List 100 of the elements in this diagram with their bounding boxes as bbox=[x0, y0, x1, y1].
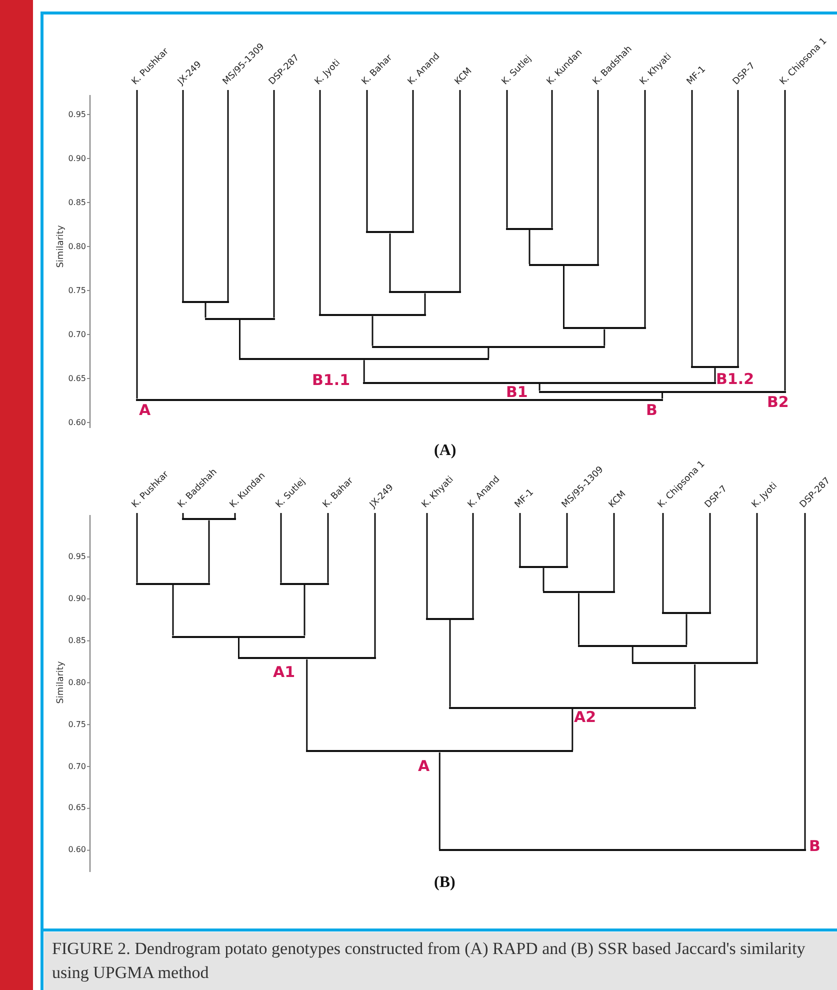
branch-line bbox=[528, 230, 530, 264]
axis-title: Similarity bbox=[56, 224, 67, 268]
branch-line bbox=[538, 384, 540, 391]
dendrogram-junction bbox=[239, 358, 490, 360]
dendrogram-junction bbox=[182, 518, 236, 520]
cluster-label: B2 bbox=[767, 394, 789, 410]
cluster-label: A1 bbox=[273, 664, 296, 680]
dendrogram-junction bbox=[662, 612, 711, 614]
dendrogram-junction bbox=[528, 264, 599, 266]
branch-line bbox=[424, 293, 426, 314]
cluster-label: B bbox=[809, 838, 820, 854]
branch-line bbox=[784, 90, 786, 391]
dendrogram-junction bbox=[136, 398, 664, 401]
tick-label: 0.75 bbox=[67, 286, 86, 296]
tick-label: 0.90 bbox=[67, 154, 86, 164]
dendrogram-junction bbox=[563, 327, 646, 330]
branch-line bbox=[709, 513, 711, 612]
dendrogram-junction bbox=[182, 300, 229, 303]
branch-line bbox=[459, 90, 461, 292]
dendrogram-junction bbox=[691, 366, 739, 368]
panel-label: (A) bbox=[434, 442, 456, 460]
dendrogram-junction bbox=[372, 346, 606, 348]
dendrogram-junction bbox=[280, 582, 329, 585]
dendrogram-junction bbox=[238, 657, 376, 660]
branch-line bbox=[566, 513, 568, 566]
dendrogram-junction bbox=[449, 706, 696, 709]
tick-label: 0.95 bbox=[67, 110, 86, 120]
branch-line bbox=[319, 90, 321, 314]
dendrogram-junction bbox=[438, 849, 806, 852]
dendrogram-junction bbox=[389, 291, 461, 294]
branch-line bbox=[737, 90, 739, 366]
branch-line bbox=[804, 513, 806, 850]
dendrogram-junction bbox=[136, 582, 210, 585]
dendrogram-junction bbox=[306, 750, 574, 752]
branch-line bbox=[234, 513, 236, 518]
cluster-label: B1 bbox=[506, 384, 528, 400]
branch-line bbox=[472, 513, 474, 618]
dendrogram-junction bbox=[542, 591, 615, 594]
dendrogram-junction bbox=[578, 644, 688, 647]
branch-line bbox=[686, 614, 688, 645]
branch-line bbox=[756, 513, 758, 662]
branch-line bbox=[327, 513, 329, 583]
branch-line bbox=[280, 513, 282, 583]
branch-line bbox=[644, 90, 646, 328]
branch-line bbox=[613, 513, 615, 592]
dendrogram-junction bbox=[366, 231, 414, 234]
cluster-label: B bbox=[646, 402, 658, 418]
branch-line bbox=[597, 90, 599, 264]
branch-line bbox=[182, 513, 184, 518]
branch-line bbox=[238, 638, 240, 658]
branch-line bbox=[542, 568, 544, 592]
tick-label: 0.65 bbox=[67, 803, 86, 814]
tick-label: 0.70 bbox=[67, 762, 86, 772]
branch-line bbox=[136, 513, 138, 583]
branch-line bbox=[662, 513, 664, 612]
dendrogram-junction bbox=[319, 314, 426, 316]
dendrogram-junction bbox=[519, 566, 568, 568]
branch-line bbox=[182, 90, 184, 301]
branch-line bbox=[372, 316, 374, 346]
cluster-label: A2 bbox=[574, 709, 596, 725]
dendrogram-junction bbox=[204, 318, 275, 320]
branch-line bbox=[136, 90, 138, 399]
tick-label: 0.85 bbox=[67, 198, 86, 208]
branch-line bbox=[208, 520, 210, 583]
branch-line bbox=[273, 90, 275, 318]
tick-label: 0.85 bbox=[67, 636, 86, 646]
branch-line bbox=[694, 664, 696, 707]
dendrogram-junction bbox=[363, 382, 716, 384]
branch-line bbox=[662, 392, 664, 399]
branch-line bbox=[374, 513, 376, 658]
dendrogram-junction bbox=[506, 228, 553, 230]
branch-line bbox=[488, 348, 490, 358]
branch-line bbox=[412, 90, 414, 232]
branch-line bbox=[239, 320, 240, 358]
branch-line bbox=[306, 659, 308, 750]
branch-line bbox=[363, 360, 365, 382]
branch-line bbox=[632, 646, 634, 662]
branch-line bbox=[366, 90, 368, 232]
branch-line bbox=[506, 90, 508, 228]
dendrogram-junction bbox=[632, 662, 758, 664]
branch-line bbox=[227, 90, 229, 301]
branch-line bbox=[604, 329, 606, 346]
cluster-label: A bbox=[418, 758, 430, 774]
axis-title: Similarity bbox=[56, 660, 67, 704]
tick-label: 0.60 bbox=[67, 418, 86, 428]
branch-line bbox=[714, 368, 716, 382]
branch-line bbox=[389, 233, 391, 292]
cluster-label: A bbox=[139, 402, 151, 418]
tick-label: 0.95 bbox=[67, 552, 86, 562]
tick-label: 0.65 bbox=[67, 374, 86, 384]
cluster-label: B1.1 bbox=[312, 372, 350, 388]
branch-line bbox=[578, 593, 580, 645]
branch-line bbox=[304, 584, 306, 636]
tick-label: 0.75 bbox=[67, 720, 86, 730]
tick-label: 0.90 bbox=[67, 594, 86, 604]
figure-caption: FIGURE 2. Dendrogram potato genotypes constructed from (A) RAPD and (B) SSR based Jaccard's similarity using UPGMA method bbox=[52, 938, 806, 984]
branch-line bbox=[426, 513, 428, 618]
tick-label: 0.60 bbox=[67, 845, 86, 856]
branch-line bbox=[438, 752, 440, 850]
branch-line bbox=[691, 90, 693, 366]
